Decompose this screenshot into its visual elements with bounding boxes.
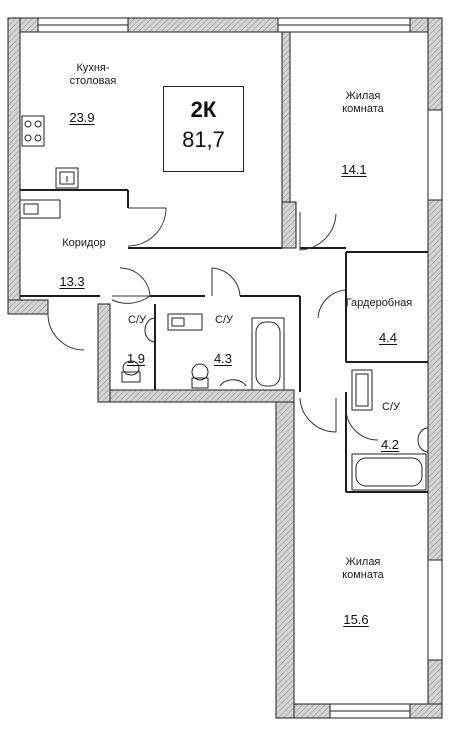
bathtub-icon [251,317,427,491]
wc-3-label: С/У [382,401,400,413]
kitchen-sink-icon [55,167,79,189]
washbasin-icon [144,317,429,453]
living-room-2-area: 15.6 [343,612,369,627]
apartment-badge: 2К 81,7 [163,86,244,172]
wardrobe-area: 4.4 [378,330,398,345]
living-room-1-area: 14.1 [341,162,367,177]
interior-partitions [20,189,428,493]
living-room-1-label: Жилая комната [342,90,384,115]
kitchen-area: 23.9 [69,110,95,125]
living-room-2-label: Жилая комната [342,556,384,581]
apartment-total-area: 81,7 [182,127,225,152]
door-swings [47,207,379,441]
corridor-area: 13.3 [59,274,85,289]
stove-icon [21,115,45,147]
toilet-icon [121,360,209,389]
apartment-type: 2К [190,97,217,122]
corridor-label: Коридор [62,237,106,249]
kitchen-label: Кухня- столовая [69,62,117,87]
washing-machine-icon [167,313,373,411]
wc-3-area: 4.2 [380,437,400,452]
wc-1-area: 1.9 [126,351,146,366]
windows [37,17,443,719]
wc-1-label: С/У [128,314,146,326]
wardrobe-label: Гардеробная [345,297,413,309]
wc-2-area: 4.3 [213,351,233,366]
cabinet-icon [19,199,61,219]
wc-2-label: С/У [215,314,233,326]
